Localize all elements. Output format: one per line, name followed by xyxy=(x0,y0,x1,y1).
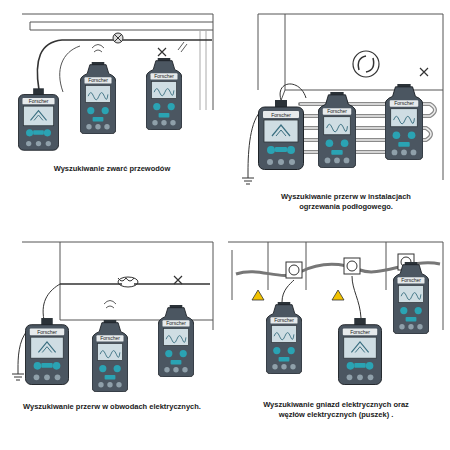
brand-label: Forscher xyxy=(390,100,419,107)
brand-label: Forscher xyxy=(271,317,298,323)
brand-label: Forscher xyxy=(30,329,64,336)
receiver xyxy=(80,62,116,134)
caption-text: Wyszukiwanie przerw w instalacjach ogrze… xyxy=(264,192,429,212)
receiver xyxy=(266,302,302,374)
receiver xyxy=(385,84,423,160)
receiver xyxy=(318,92,356,168)
caption-text: Wyszukiwanie zwarć przewodów xyxy=(17,164,207,174)
brand-label: Forscher xyxy=(97,335,124,341)
brand-label: Forscher xyxy=(22,98,54,104)
brand-label: Forscher xyxy=(263,111,299,118)
transmitter xyxy=(25,318,68,384)
transmitter xyxy=(18,88,58,150)
caption-text: Wyszukiwanie przerw w obwodach elektrycz… xyxy=(12,402,212,412)
receiver xyxy=(92,320,128,392)
receiver xyxy=(393,262,429,334)
brand-label: Forscher xyxy=(343,329,377,336)
caption-text: Wyszukiwanie gniazd elektrycznych oraz w… xyxy=(254,400,419,420)
brand-label: Forscher xyxy=(163,320,190,326)
brand-label: Forscher xyxy=(398,277,425,283)
transmitter xyxy=(259,100,304,170)
brand-label: Forscher xyxy=(323,108,352,115)
transmitter xyxy=(338,318,381,384)
brand-label: Forscher xyxy=(151,73,178,79)
receiver xyxy=(146,58,182,130)
brand-label: Forscher xyxy=(85,77,112,83)
receiver xyxy=(158,305,194,377)
